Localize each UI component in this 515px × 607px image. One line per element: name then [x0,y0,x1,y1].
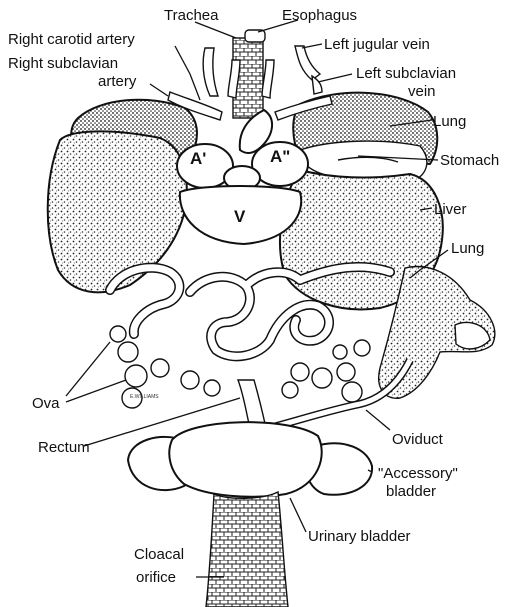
label-right-carotid-artery: Right carotid artery [8,31,135,48]
label-oviduct: Oviduct [392,431,444,448]
label-cloacal-orifice-1: Cloacal [134,546,184,563]
label-rectum: Rectum [38,439,90,456]
label-cloacal-orifice-2: orifice [136,569,176,586]
label-stomach: Stomach [440,152,499,169]
anatomy-drawing: E.WILLIAMS [48,30,495,607]
label-atrium-right: A' [190,149,206,168]
label-urinary-bladder: Urinary bladder [308,528,411,545]
label-atrium-left: A" [270,147,290,166]
label-lung-upper: Lung [433,113,466,130]
esophagus [245,30,265,42]
label-accessory-bladder-1: "Accessory" [378,465,458,482]
label-right-subclavian-artery-2: artery [98,73,137,90]
label-lung-lower: Lung [451,240,484,257]
label-left-jugular-vein: Left jugular vein [324,36,430,53]
label-left-subclavian-vein-2: vein [408,83,436,100]
label-left-subclavian-vein-1: Left subclavian [356,65,456,82]
label-accessory-bladder-2: bladder [386,483,436,500]
label-right-subclavian-artery-1: Right subclavian [8,55,118,72]
rectum [238,380,266,428]
urinary-bladder [169,422,321,497]
cloaca [206,492,288,607]
label-ventricle: V [234,207,246,226]
label-trachea: Trachea [164,7,219,24]
label-ova: Ova [32,395,60,412]
label-esophagus: Esophagus [282,7,357,24]
label-liver: Liver [434,201,467,218]
artist-signature: E.WILLIAMS [130,394,159,400]
